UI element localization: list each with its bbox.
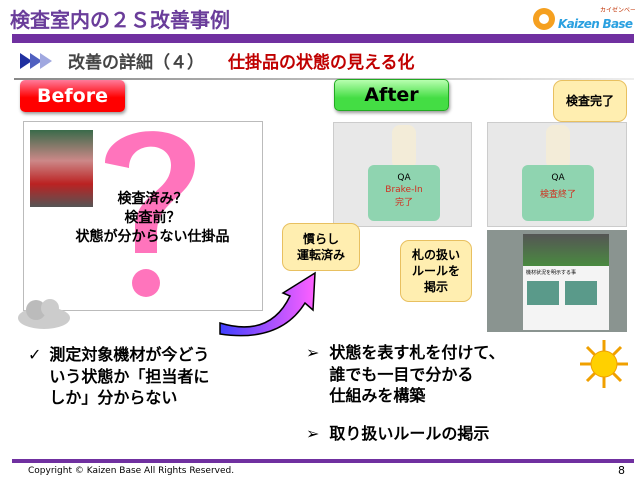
sun-icon — [580, 340, 628, 388]
callout-line: 札の扱い — [411, 247, 460, 262]
question-line: 検査済み？ — [117, 191, 188, 207]
callout-line: 慣らし — [302, 231, 339, 246]
curved-arrow-icon — [219, 271, 316, 337]
tag-qa: QA — [397, 173, 411, 183]
question-line: 検査前？ — [124, 209, 181, 226]
triple-arrow-icon — [20, 52, 52, 69]
cloud-icon — [18, 299, 70, 329]
tag-photo-breakin: QA Brake-In 完了 — [333, 122, 472, 227]
bullet-line: 取り扱いルールの掲示 — [329, 424, 490, 443]
tag-qa: QA — [551, 173, 565, 183]
before-photo — [30, 130, 93, 207]
after-label: After — [334, 79, 449, 111]
tag-photo-inspected: QA 検査終了 — [487, 122, 627, 227]
bullet-line: いう状態か「担当者に — [49, 366, 210, 386]
svg-text:カイゼンベース: カイゼンベース — [600, 6, 635, 14]
copyright: Copyright © Kaizen Base All Rights Reser… — [28, 466, 235, 476]
title-divider — [12, 34, 634, 43]
section-heading: 改善の詳細（４） 仕掛品の状態の見える化 — [20, 48, 415, 73]
callout-line: 掲示 — [423, 280, 448, 295]
callout-line: 運転済み — [296, 248, 345, 262]
tag-text: Brake-In — [385, 185, 423, 195]
after-bullet-1: ➢ 状態を表す札を付けて、 誰でも一目で分かる 仕組みを構築 — [306, 342, 505, 407]
callout-rules: 札の扱い ルールを 掲示 — [400, 240, 472, 302]
svg-text:Kaizen Base: Kaizen Base — [558, 17, 633, 31]
checkmark-icon: ✓ — [28, 345, 42, 364]
before-label: Before — [20, 80, 125, 112]
callout-break-in: 慣らし 運転済み — [282, 223, 360, 271]
bullet-line: 誰でも一目で分かる — [329, 364, 474, 384]
before-bullet: ✓ 測定対象機材が今どう いう状態か「担当者に しか」分からない — [28, 344, 209, 409]
footer-divider — [12, 459, 634, 463]
arrow-bullet-icon: ➢ — [306, 343, 320, 362]
bullet-line: 仕組みを構築 — [329, 386, 426, 406]
before-frame — [23, 121, 263, 311]
rules-poster-photo: 機材状況を明示する事 — [487, 230, 627, 332]
question-line: 状態が分からない仕掛品 — [75, 228, 230, 245]
before-question: 検査済み？ 検査前？ 状態が分からない仕掛品 — [40, 190, 265, 247]
tag-text: 完了 — [394, 197, 413, 208]
callout-inspection-done: 検査完了 — [553, 80, 627, 122]
tag-text: 検査終了 — [539, 190, 576, 200]
kaizen-base-logo: カイゼンベース Kaizen Base — [530, 3, 640, 33]
page-number: 8 — [618, 464, 625, 477]
bullet-line: しか」分からない — [49, 388, 178, 408]
after-bullet-2: ➢ 取り扱いルールの掲示 — [306, 423, 489, 445]
question-mark-icon — [105, 131, 195, 297]
bullet-line: 状態を表す札を付けて、 — [329, 343, 505, 362]
poster-title: 機材状況を明示する事 — [526, 270, 577, 276]
heading-underline — [14, 78, 634, 80]
section-topic: 仕掛品の状態の見える化 — [228, 53, 415, 73]
slide-title: 検査室内の２Ｓ改善事例 — [10, 8, 230, 32]
section-label: 改善の詳細（４） — [68, 53, 204, 73]
callout-line: ルールを — [411, 263, 460, 278]
arrow-bullet-icon: ➢ — [306, 424, 320, 443]
bullet-line: 測定対象機材が今どう — [49, 345, 210, 364]
